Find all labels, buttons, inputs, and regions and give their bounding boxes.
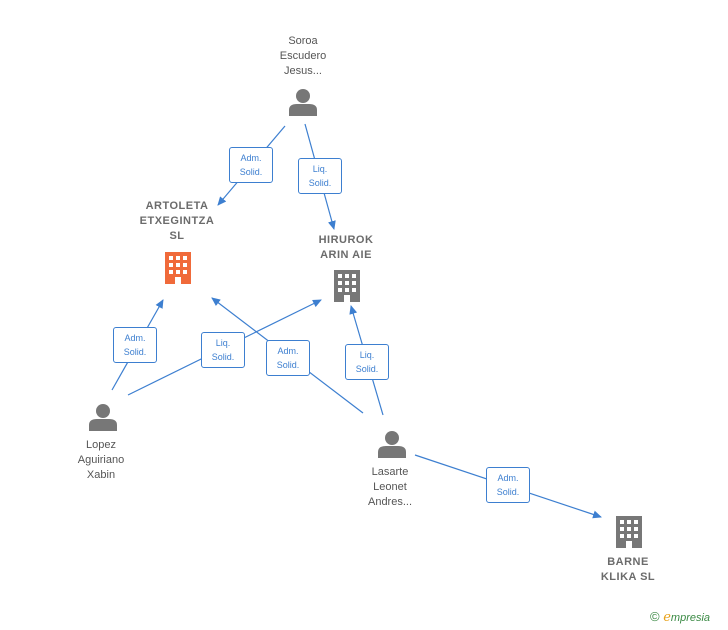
edge-label-line: Solid. [211, 352, 235, 362]
edge-label-lopez-hirurok[interactable]: Liq. Solid. [201, 332, 245, 368]
edge-label-line: Adm. [277, 346, 299, 356]
edge-label-line: Solid. [496, 487, 520, 497]
edge-label-line: Adm. [124, 333, 146, 343]
building-icon[interactable] [616, 516, 642, 548]
edge-label-lasarte-hirurok[interactable]: Liq. Solid. [345, 344, 389, 380]
node-label-soroa[interactable]: Soroa Escudero Jesus... [253, 34, 353, 79]
edge-label-line: Adm. [497, 473, 519, 483]
edge-label-lasarte-artoleta[interactable]: Adm. Solid. [266, 340, 310, 376]
edge-label-line: Solid. [239, 167, 263, 177]
edge-label-line: Solid. [276, 360, 300, 370]
node-label-line: Leonet [373, 481, 407, 493]
node-label-line: Lasarte [371, 466, 409, 478]
edge-label-soroa-artoleta[interactable]: Adm. Solid. [229, 147, 273, 183]
person-icon[interactable] [378, 431, 406, 458]
node-label-line: Lopez [86, 439, 116, 451]
edge-label-line: Solid. [123, 347, 147, 357]
brand-logo-text: mpresia [670, 612, 711, 624]
edge-label-soroa-hirurok[interactable]: Liq. Solid. [298, 158, 342, 194]
edge-label-line: Solid. [308, 178, 332, 188]
edge-label-line: Adm. [240, 153, 262, 163]
node-label-hirurok[interactable]: HIRUROK ARIN AIE [296, 233, 396, 263]
brand-logo: © empresia [650, 609, 710, 625]
edge-label-lopez-artoleta[interactable]: Adm. Solid. [113, 327, 157, 363]
person-icon[interactable] [89, 404, 117, 431]
copyright-icon: © [650, 609, 660, 624]
edge-label-lasarte-barne[interactable]: Adm. Solid. [486, 467, 530, 503]
building-icon-main[interactable] [165, 252, 191, 284]
person-icon[interactable] [289, 89, 317, 116]
node-label-line: ARTOLETA [145, 200, 209, 212]
node-label-line: Jesus... [284, 65, 322, 77]
node-label-line: BARNE [607, 556, 649, 568]
node-label-barne[interactable]: BARNE KLIKA SL [578, 555, 678, 585]
node-label-line: ETXEGINTZA [139, 215, 215, 227]
edges [111, 123, 602, 519]
edge-label-line: Liq. [312, 164, 328, 174]
edge-label-line: Liq. [359, 350, 375, 360]
node-label-line: Xabin [86, 469, 116, 481]
node-label-line: HIRUROK [318, 234, 374, 246]
building-icon[interactable] [334, 270, 360, 302]
node-label-line: ARIN AIE [320, 249, 372, 261]
node-label-artoleta[interactable]: ARTOLETA ETXEGINTZA SL [117, 199, 237, 244]
node-label-line: Andres... [367, 496, 413, 508]
node-label-line: KLIKA SL [600, 571, 656, 583]
node-label-lopez[interactable]: Lopez Aguiriano Xabin [51, 438, 151, 483]
node-label-line: Escudero [279, 50, 327, 62]
node-label-line: SL [169, 230, 185, 242]
node-label-line: Aguiriano [77, 454, 125, 466]
edge-label-line: Liq. [215, 338, 231, 348]
node-label-lasarte[interactable]: Lasarte Leonet Andres... [340, 465, 440, 510]
node-label-line: Soroa [288, 35, 318, 47]
edge-label-line: Solid. [355, 364, 379, 374]
brand-logo-e: e [663, 610, 671, 625]
